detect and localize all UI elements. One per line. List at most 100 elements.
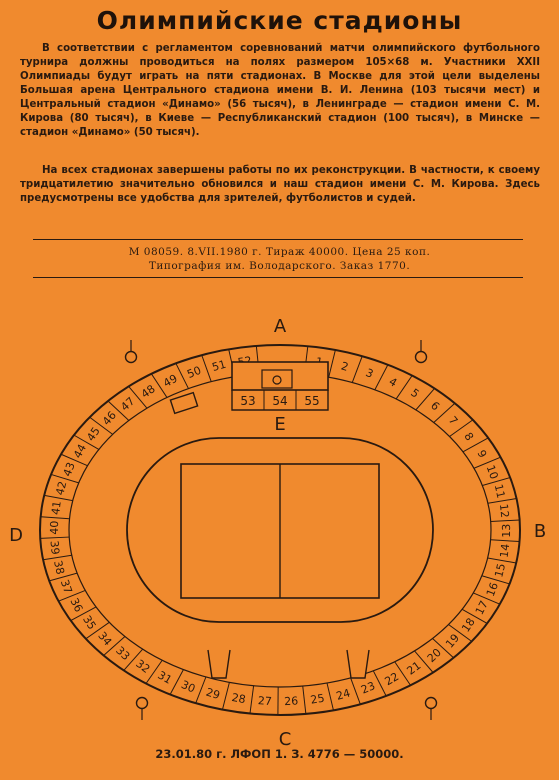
sector-divider [473, 592, 501, 605]
sector-45: 45 [84, 425, 103, 444]
sector-divider [414, 650, 434, 673]
sector-divider [201, 354, 212, 382]
sector-divider [123, 648, 144, 671]
sector-divider [490, 539, 520, 543]
divider-bottom [33, 277, 523, 278]
sector-32: 32 [133, 657, 152, 676]
sector-divider [145, 659, 163, 684]
sector-divider [433, 402, 456, 423]
sector-3: 3 [364, 366, 376, 381]
sector-divider [326, 682, 334, 711]
stand-label-b: B [534, 521, 546, 542]
box-sectors-frame [231, 390, 329, 411]
vip-center-mark [272, 375, 282, 385]
sector-divider [103, 636, 126, 656]
sector-18: 18 [459, 616, 478, 635]
paragraph-reconstruction: На всех стадионах завершены работы по их… [20, 165, 540, 204]
sector-divider [490, 519, 520, 522]
sector-divider [40, 516, 70, 520]
sector-19: 19 [443, 631, 462, 650]
floodlight-ne [414, 350, 428, 364]
sector-46: 46 [100, 409, 119, 428]
press-box [169, 391, 199, 415]
tunnel-left [207, 649, 231, 679]
sector-14: 14 [498, 543, 513, 558]
sector-17: 17 [473, 599, 491, 617]
sector-10: 10 [484, 463, 501, 481]
sector-24: 24 [335, 686, 352, 702]
sector-divider [43, 554, 72, 561]
sector-12: 12 [497, 503, 512, 518]
sector-divider [50, 473, 79, 484]
sector-divider [449, 419, 474, 437]
sector-38: 38 [51, 559, 67, 575]
running-track [126, 437, 434, 623]
sector-dividers [40, 345, 520, 715]
sector-40: 40 [48, 521, 61, 535]
sector-divider [73, 434, 100, 450]
floodlight-se [424, 696, 438, 710]
sector-42: 42 [53, 480, 69, 497]
sector-25: 25 [310, 692, 326, 707]
sector-divider [44, 494, 73, 502]
sector-divider [195, 676, 207, 704]
sector-divider [350, 677, 361, 705]
sector-divider [302, 686, 307, 714]
sector-35: 35 [80, 613, 99, 632]
sector-divider [487, 498, 517, 504]
sector-28: 28 [231, 691, 247, 706]
sector-22: 22 [383, 670, 402, 688]
stand-label-c: C [279, 729, 292, 750]
sector-divider [58, 589, 86, 602]
sector-6: 6 [428, 399, 442, 413]
sector-divider [448, 624, 472, 642]
sector-15: 15 [492, 562, 508, 579]
sector-37: 37 [58, 578, 75, 596]
sector-50: 50 [185, 364, 203, 381]
sector-divider [169, 669, 184, 695]
sector-29: 29 [204, 686, 221, 703]
sector-divider [221, 682, 230, 710]
floodlight-nw [124, 350, 138, 364]
sector-divider [481, 575, 510, 585]
imprint-line-2: Типография им. Володарского. Заказ 1770. [148, 260, 411, 272]
sector-divider [249, 685, 255, 714]
sector-36: 36 [67, 596, 85, 614]
sector-divider [40, 536, 70, 539]
sector-49: 49 [161, 372, 180, 390]
floodlight-towers [124, 340, 438, 720]
sector-11: 11 [492, 483, 508, 500]
tunnel-right [346, 649, 370, 679]
footer-print-info: 23.01.80 г. ЛФОП 1. З. 4776 — 50000. [155, 747, 404, 761]
sector-divider [374, 364, 389, 390]
vip-box [231, 361, 329, 391]
sector-divider [49, 572, 78, 582]
sector-21: 21 [404, 659, 423, 678]
sector-divider [415, 388, 435, 411]
sector-51: 51 [211, 358, 228, 374]
stand-label-e: E [274, 414, 285, 435]
stadium-outer-outline [39, 344, 521, 716]
sector-31: 31 [155, 668, 174, 686]
sector-divider [85, 621, 110, 640]
sector-divider [328, 349, 336, 378]
sector-34: 34 [95, 629, 114, 648]
sector-41: 41 [49, 500, 64, 516]
sector-8: 8 [461, 430, 476, 443]
stand-label-d: D [9, 525, 23, 546]
sector-23: 23 [359, 679, 377, 696]
sector-divider [150, 373, 168, 398]
sector-5: 5 [408, 386, 421, 401]
sector-20: 20 [425, 646, 444, 665]
sector-divider [107, 400, 130, 421]
sector-27: 27 [257, 694, 272, 708]
page-title: Олимпийские стадионы [96, 6, 463, 35]
sector-33: 33 [113, 644, 132, 663]
sector-43: 43 [61, 461, 78, 479]
sector-48: 48 [139, 382, 158, 401]
box-sector-55: 55 [304, 394, 319, 408]
sector-30: 30 [179, 678, 197, 696]
sector-divider [70, 606, 97, 622]
sector-divider [487, 557, 517, 564]
